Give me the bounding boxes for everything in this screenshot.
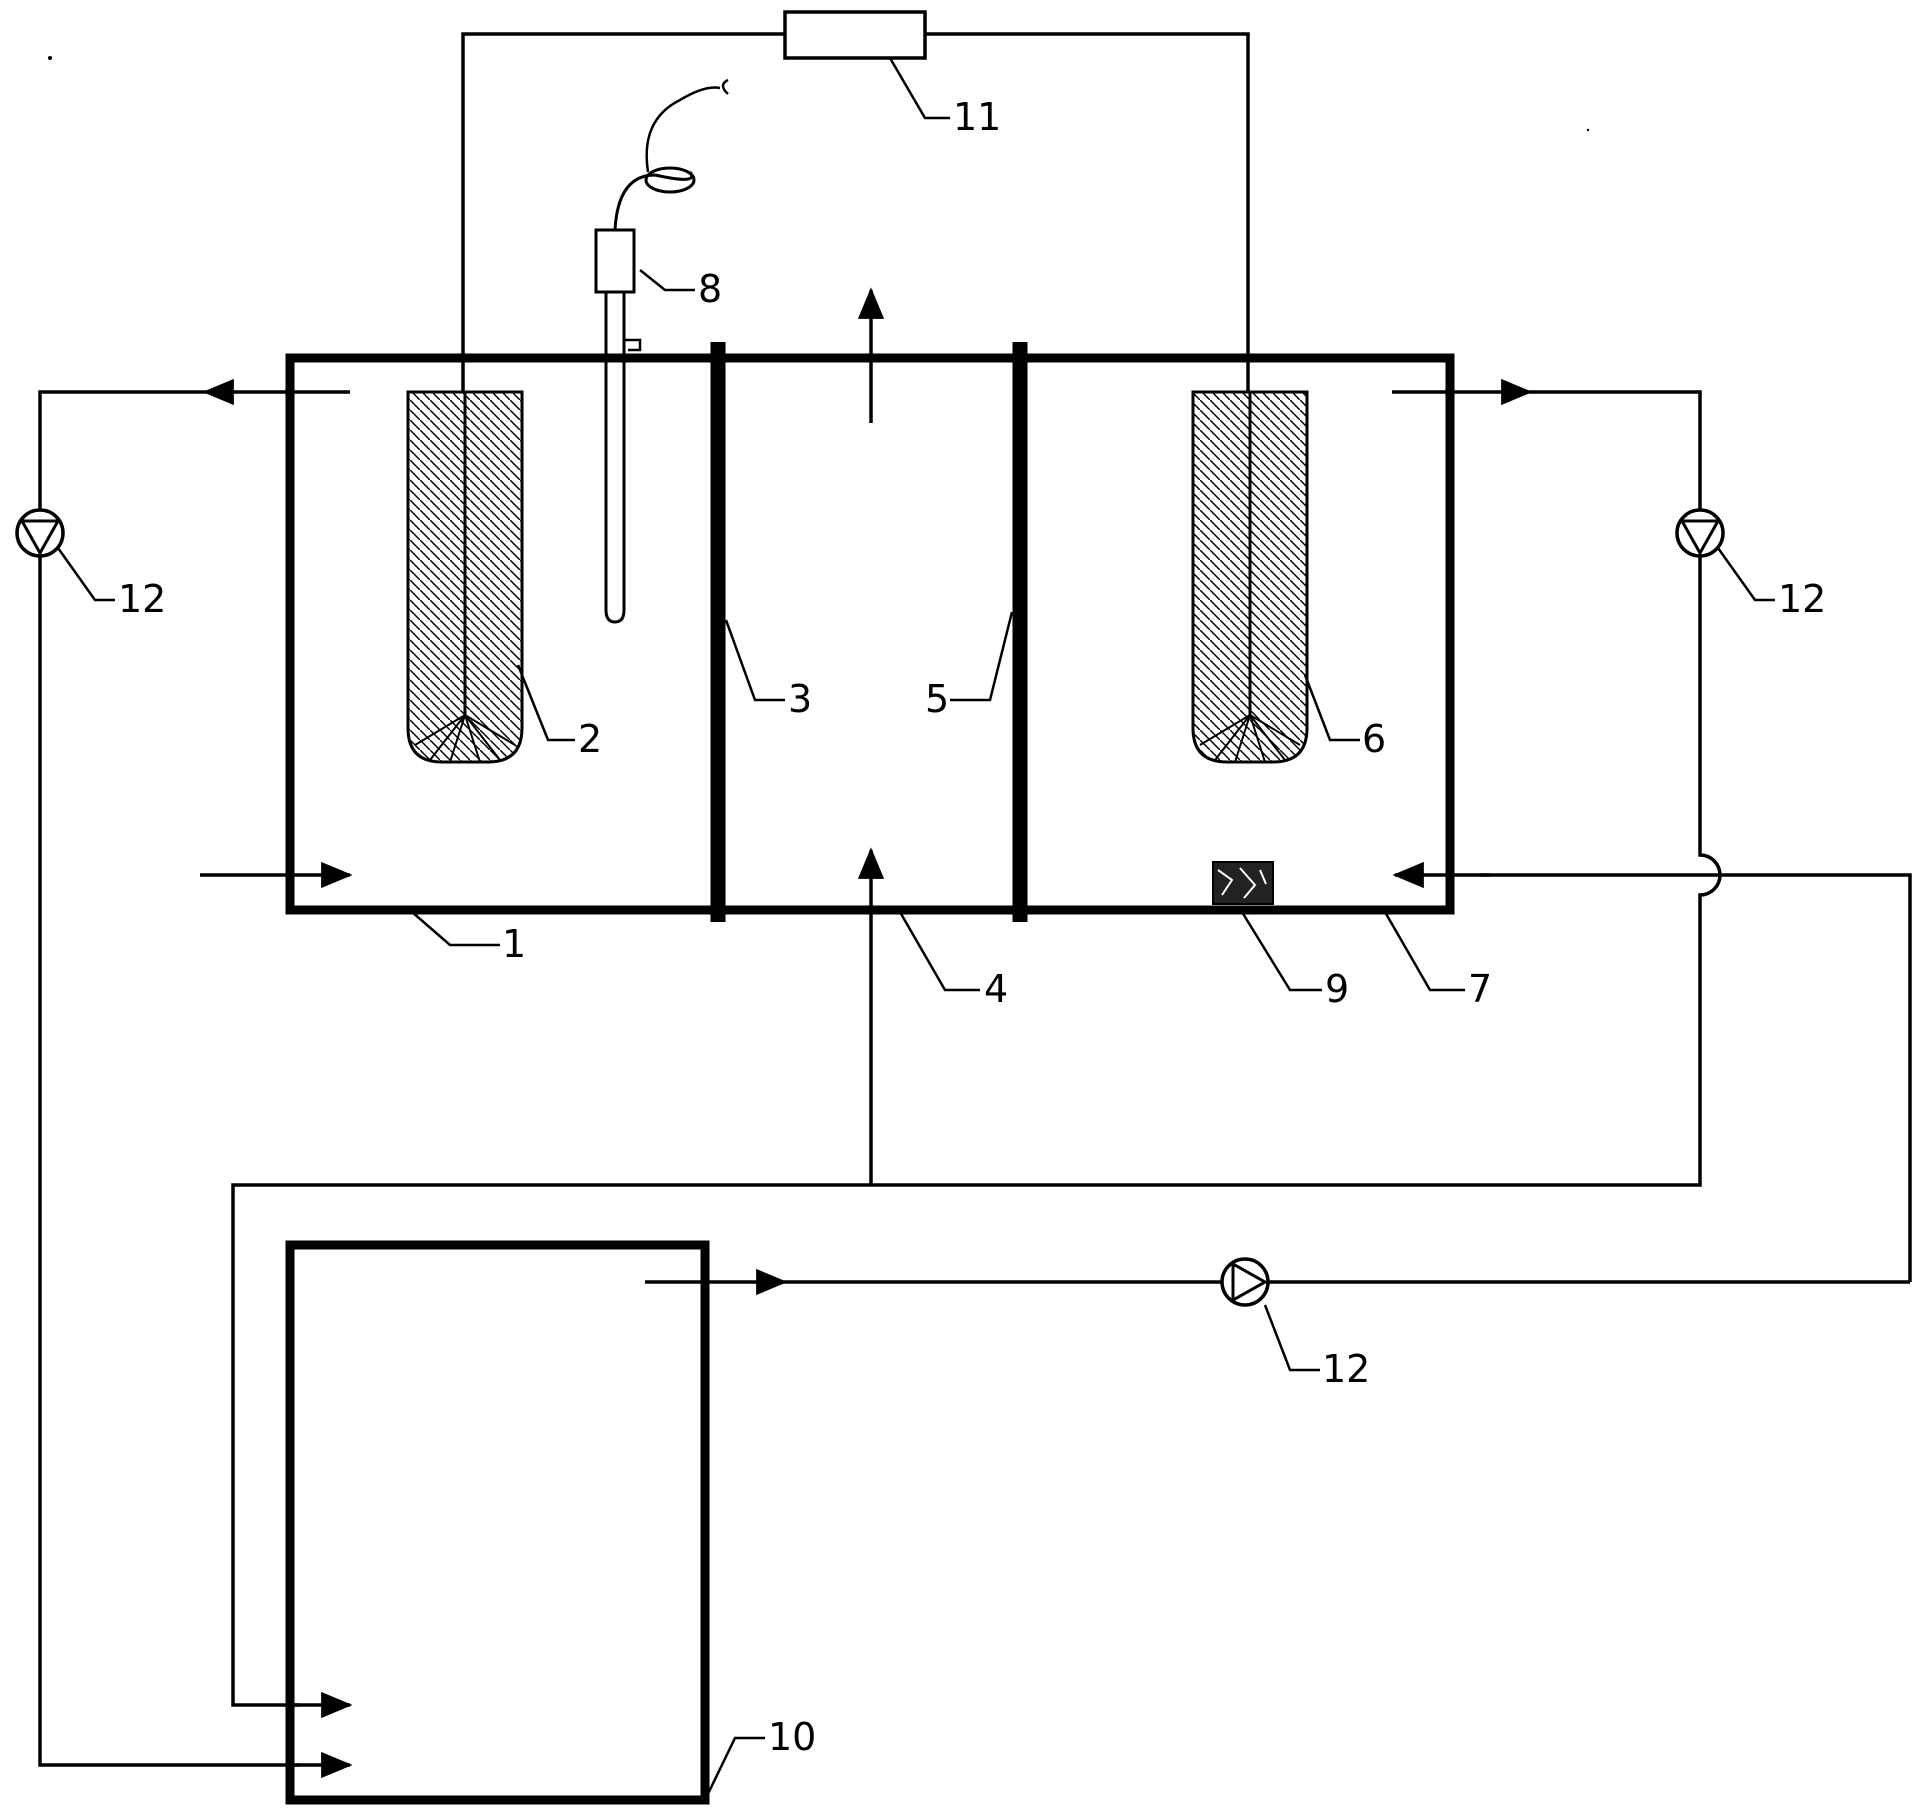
label-packing-9: 9	[1325, 967, 1349, 1011]
probe	[594, 78, 729, 624]
label-pump-bottom-12: 12	[1322, 1347, 1370, 1391]
packing	[1212, 861, 1274, 905]
label-pump-left-12: 12	[118, 577, 166, 621]
label-tank-1: 1	[502, 922, 526, 966]
label-tank-7: 7	[1468, 967, 1492, 1011]
label-probe-8: 8	[698, 267, 722, 311]
label-chamber-4: 4	[984, 967, 1008, 1011]
label-anode-2: 2	[578, 717, 602, 761]
resistor	[783, 10, 927, 60]
reservoir-tank	[285, 1240, 710, 1805]
label-cathode-6: 6	[1362, 717, 1386, 761]
label-pump-right-12: 12	[1778, 577, 1826, 621]
cathode-brush	[1191, 390, 1309, 764]
label-resistor-11: 11	[953, 95, 1001, 139]
label-membrane-3: 3	[788, 677, 812, 721]
pump-bottom	[1220, 1257, 1270, 1307]
pump-right	[1675, 508, 1725, 558]
pump-left	[15, 508, 65, 558]
label-reservoir-10: 10	[768, 1715, 816, 1759]
anode-brush	[406, 390, 524, 764]
label-membrane-5: 5	[925, 677, 949, 721]
